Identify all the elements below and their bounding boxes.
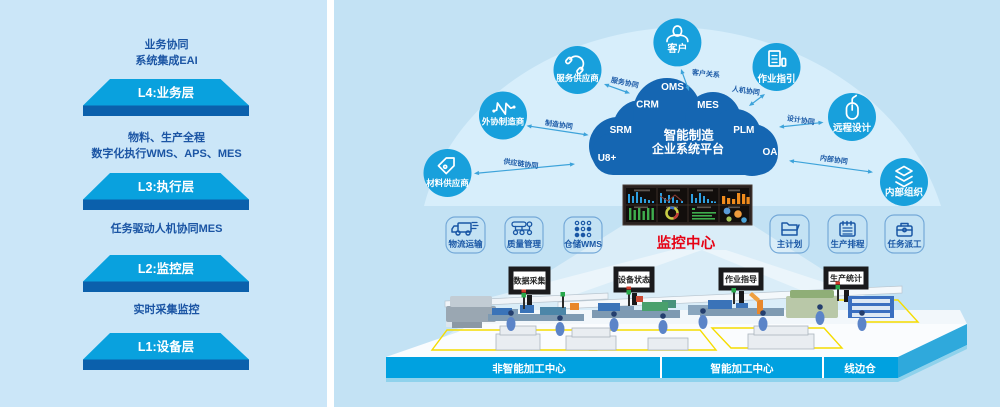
svg-text:PLM: PLM	[733, 125, 754, 136]
svg-text:L2:监控层: L2:监控层	[138, 261, 195, 276]
svg-text:服务供应商: 服务供应商	[556, 73, 599, 83]
svg-text:OMS: OMS	[661, 82, 684, 93]
svg-text:材料供应商: 材料供应商	[425, 178, 469, 188]
svg-text:数据采集: 数据采集	[514, 276, 547, 286]
svg-text:监控中心: 监控中心	[657, 234, 716, 252]
svg-text:外协制造商: 外协制造商	[481, 117, 525, 127]
svg-text:任务派工: 任务派工	[886, 239, 922, 249]
svg-text:OA: OA	[763, 147, 778, 158]
svg-text:客户关系: 客户关系	[691, 67, 721, 79]
svg-text:生产统计: 生产统计	[830, 273, 862, 283]
svg-text:客户: 客户	[666, 42, 687, 55]
svg-text:生产排程: 生产排程	[830, 239, 865, 249]
svg-text:线边仓: 线边仓	[844, 362, 876, 375]
svg-text:非智能加工中心: 非智能加工中心	[492, 362, 566, 375]
svg-text:CRM: CRM	[636, 100, 659, 111]
svg-text:MES: MES	[697, 100, 719, 111]
svg-text:主计划: 主计划	[777, 239, 803, 249]
svg-text:L3:执行层: L3:执行层	[138, 179, 195, 194]
svg-text:智能加工中心: 智能加工中心	[710, 362, 774, 375]
svg-text:仓储WMS: 仓储WMS	[563, 239, 602, 249]
svg-text:作业指导: 作业指导	[725, 274, 757, 284]
svg-text:智能制造: 智能制造	[663, 128, 715, 143]
svg-text:物流运输: 物流运输	[448, 239, 483, 249]
svg-text:U8+: U8+	[598, 153, 617, 164]
svg-text:作业指引: 作业指引	[757, 73, 795, 85]
svg-text:内部组织: 内部组织	[885, 187, 924, 199]
svg-text:SRM: SRM	[610, 125, 632, 136]
svg-text:远程设计: 远程设计	[833, 122, 872, 134]
svg-text:L4:业务层: L4:业务层	[138, 85, 195, 100]
svg-text:L1:设备层: L1:设备层	[138, 339, 195, 354]
svg-text:设备状态: 设备状态	[618, 275, 650, 285]
svg-text:企业系统平台: 企业系统平台	[651, 141, 724, 156]
svg-text:质量管理: 质量管理	[507, 239, 542, 249]
